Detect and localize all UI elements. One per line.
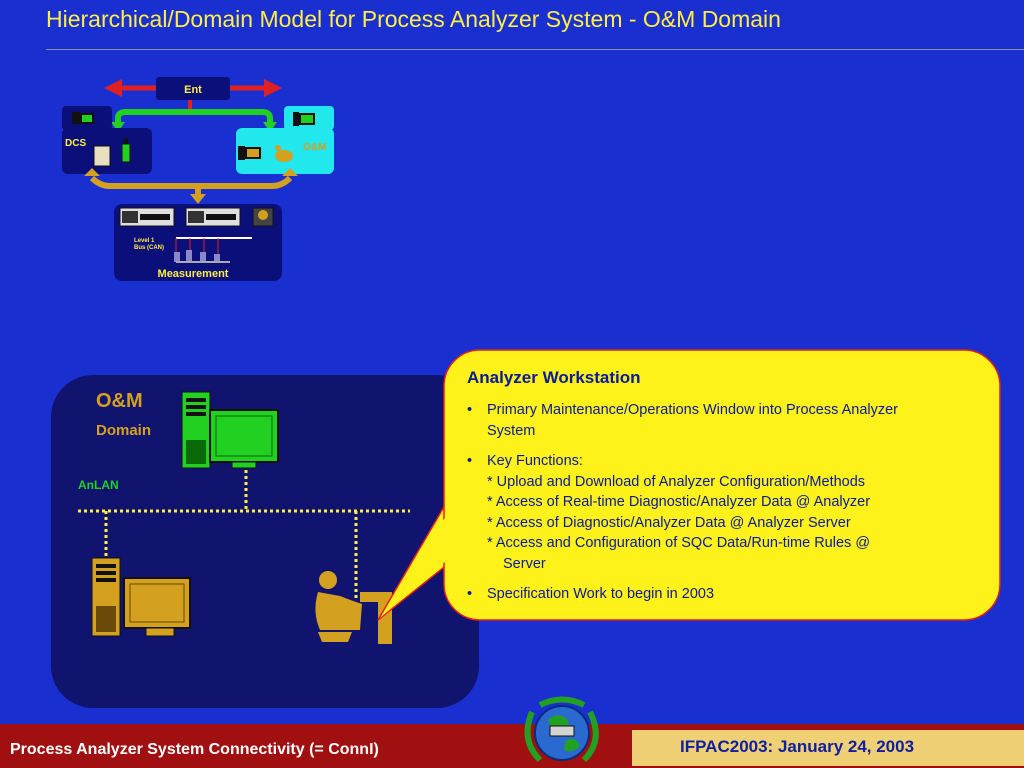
callout-bullet-1: Primary Maintenance/Operations Window in… [487,400,987,441]
gold-workstation-icon [91,557,191,637]
om-mini-label: O&M [303,142,326,153]
function-item-continuation: Server [503,555,546,572]
operator-icon [315,571,392,644]
footer-date-text: IFPAC2003: January 24, 2003 [680,737,915,756]
anlan-label: AnLAN [78,478,119,492]
anlan-network-lines [78,470,410,598]
callout-title: Analyzer Workstation [467,368,641,387]
function-item: * Access of Real-time Diagnostic/Analyze… [487,494,871,510]
dcs-computer-icon [72,112,131,167]
bus-label-2: Bus (CAN) [134,245,164,251]
analyzer-rack-icons [119,207,274,227]
green-workstation-icon [181,391,279,469]
title-divider [46,49,1024,50]
domain-subheading: Domain [96,422,151,439]
domain-heading: O&M [96,390,143,412]
function-item: * Upload and Download of Analyzer Config… [487,473,866,490]
callout-bullet-2: Key Functions: * Upload and Download of … [487,451,987,574]
callout-bullet-2-marker: • [467,453,473,469]
measurement-label: Measurement [158,268,229,280]
measurement-link [84,168,298,204]
footer-date-box [632,730,1024,766]
dcs-label: DCS [65,138,86,149]
callout-bullet-2-text: Key Functions: [487,453,583,469]
footer-left-text: Process Analyzer System Connectivity (= … [10,741,379,758]
callout-box [443,349,1001,621]
bus-label-1: Level 1 [134,238,155,244]
callout-bullet-1-line2: System [487,422,536,439]
dcs-om-arrow [111,109,277,132]
function-item: * Access and Configuration of SQC Data/R… [487,535,871,551]
callout-bullet-1-line1: Primary Maintenance/Operations Window in… [487,402,899,418]
om-computer-icon [238,112,315,160]
function-item: * Access of Diagnostic/Analyzer Data @ A… [487,514,851,531]
callout-bullet-3-marker: • [467,586,473,602]
page-title: Hierarchical/Domain Model for Process An… [46,6,781,32]
ent-box [156,77,230,100]
can-bus-icon [174,237,252,263]
om-mini-operator-icon [275,145,293,162]
ent-label: Ent [184,84,202,96]
callout-bullet-3: Specification Work to begin in 2003 [487,586,715,602]
callout-bullet-1-marker: • [467,402,473,418]
